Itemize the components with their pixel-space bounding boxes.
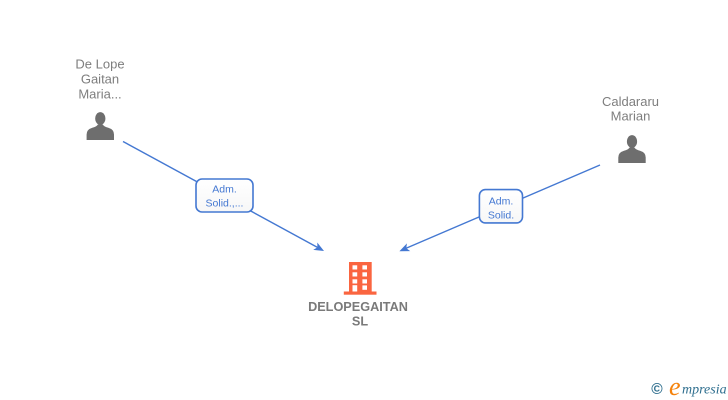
svg-text:Solid.,...: Solid.,... <box>206 198 244 210</box>
svg-text:e: e <box>669 372 681 400</box>
svg-text:Marian: Marian <box>611 109 651 124</box>
svg-text:mpresia: mpresia <box>682 383 727 398</box>
svg-text:Maria...: Maria... <box>78 87 121 102</box>
svg-text:©: © <box>651 381 663 398</box>
svg-text:De Lope: De Lope <box>75 57 124 72</box>
svg-text:DELOPEGAITAN: DELOPEGAITAN <box>308 300 408 314</box>
svg-text:Solid.: Solid. <box>488 209 514 221</box>
svg-text:SL: SL <box>352 315 368 329</box>
svg-text:Gaitan: Gaitan <box>81 72 119 87</box>
svg-text:Adm.: Adm. <box>489 195 514 207</box>
svg-text:Adm.: Adm. <box>212 184 237 196</box>
svg-text:Caldararu: Caldararu <box>602 94 659 109</box>
